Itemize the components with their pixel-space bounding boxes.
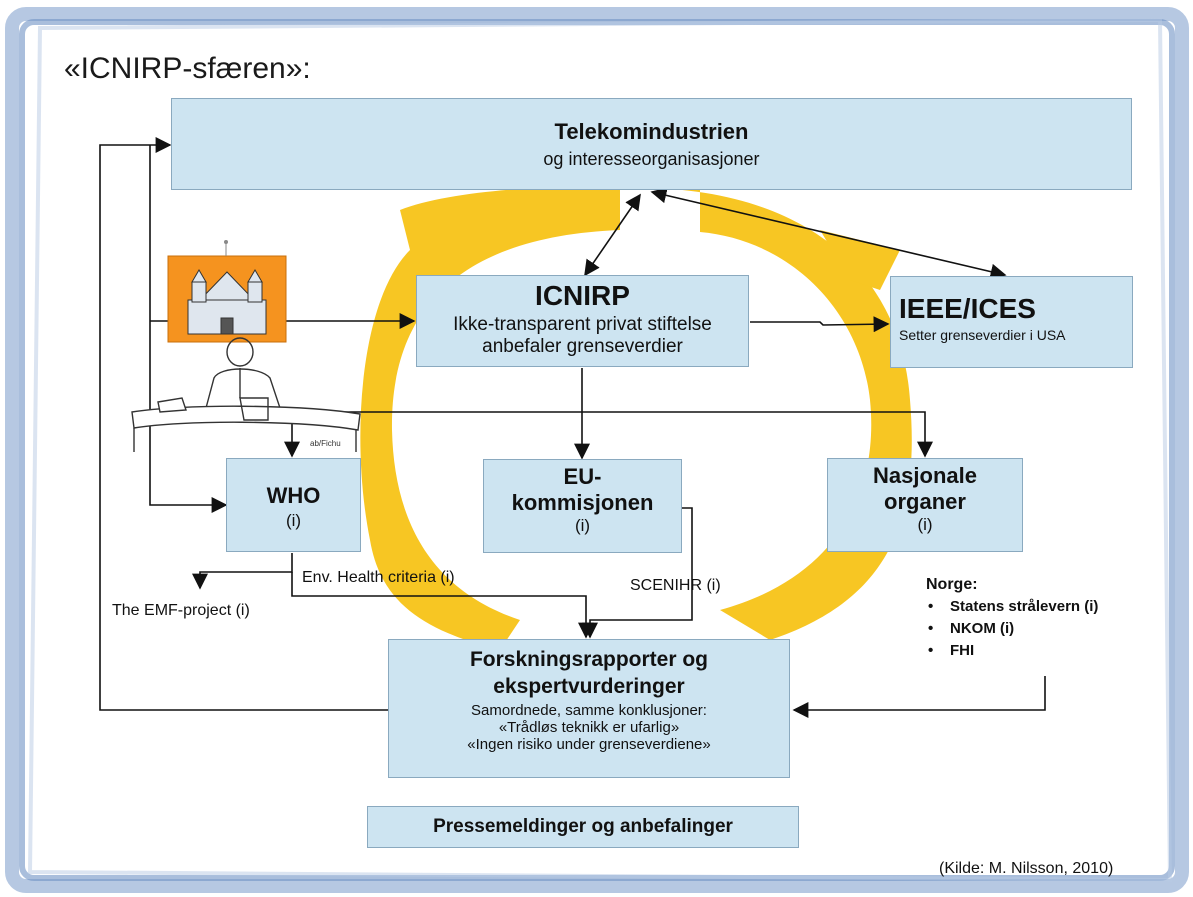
yellow-ring <box>360 186 912 651</box>
icnirp-line2: anbefaler grenseverdier <box>482 336 683 357</box>
norge-item-nkom: NKOM (i) <box>926 618 1098 640</box>
arrow-forskning-to-telekom <box>99 137 388 711</box>
node-forskning: Forskningsrapporter og ekspertvurderinge… <box>388 639 790 778</box>
norge-list: Statens strålevern (i) NKOM (i) FHI <box>926 596 1098 662</box>
frame-brush <box>27 17 1173 883</box>
frame-inner <box>19 19 1175 881</box>
sketch-signature: ab/Fichu <box>310 439 341 448</box>
arrow-desk-nasjonale <box>292 411 933 458</box>
nasjonale-title-l1: Nasjonale <box>873 463 977 488</box>
node-presse: Pressemeldinger og anbefalinger <box>367 806 799 848</box>
node-eu: EU- kommisjonen (i) <box>483 459 682 553</box>
forskning-line3: «Ingen risiko under grenseverdiene» <box>467 736 711 753</box>
forskning-line1: Samordnede, samme konklusjoner: <box>471 702 707 719</box>
page-title: «ICNIRP-sfæren»: <box>64 52 311 85</box>
node-nasjonale: Nasjonale organer (i) <box>827 458 1023 552</box>
forskning-title-l2: ekspertvurderinger <box>493 675 685 698</box>
arrow-who-forskning <box>291 572 594 639</box>
label-env-health: Env. Health criteria (i) <box>302 569 455 586</box>
node-telekom: Telekomindustrien og interesseorganisasj… <box>171 98 1132 190</box>
arrow-who-emf <box>192 553 293 590</box>
label-emf-project: The EMF-project (i) <box>112 602 250 619</box>
norge-item-straalevern: Statens strålevern (i) <box>926 596 1098 618</box>
presse-title: Pressemeldinger og anbefalinger <box>433 816 733 837</box>
who-sub: (i) <box>285 511 302 530</box>
icnirp-title: ICNIRP <box>535 280 630 311</box>
who-title: WHO <box>266 483 321 508</box>
frame-outer <box>5 7 1189 893</box>
arrow-telekom-ieee <box>650 187 1007 280</box>
eu-title-l1: EU- <box>563 464 602 489</box>
ieee-subtitle: Setter grenseverdier i USA <box>899 327 1066 343</box>
nasjonale-sub: (i) <box>917 515 933 534</box>
forskning-title-l1: Forskningsrapporter og <box>469 648 709 671</box>
arrow-to-who <box>149 145 228 513</box>
node-who: WHO (i) <box>226 458 361 552</box>
norge-title: Norge: <box>926 576 978 593</box>
arrow-eu-forskning <box>582 507 693 639</box>
norge-item-fhi: FHI <box>926 640 1098 662</box>
arrow-norge-forskning <box>792 676 1046 718</box>
node-ieee: IEEE/ICES Setter grenseverdier i USA <box>890 276 1133 368</box>
arrow-icnirp-ieee <box>750 316 890 333</box>
norge-block: Norge: Statens strålevern (i) NKOM (i) F… <box>926 576 1098 662</box>
telekom-title: Telekomindustrien <box>554 119 749 144</box>
church-icon <box>187 269 267 335</box>
telekom-subtitle: og interesseorganisasjoner <box>543 149 760 169</box>
eu-title-l2: kommisjonen <box>511 490 654 515</box>
source-citation: (Kilde: M. Nilsson, 2010) <box>939 860 1114 877</box>
forskning-line2: «Trådløs teknikk er ufarlig» <box>498 719 680 736</box>
ieee-title: IEEE/ICES <box>899 293 1036 324</box>
node-icnirp: ICNIRP Ikke-transparent privat stiftelse… <box>416 275 749 367</box>
arrow-icnirp-telekom <box>584 193 641 277</box>
label-scenihr: SCENIHR (i) <box>630 577 721 594</box>
nasjonale-title-l2: organer <box>884 489 966 514</box>
eu-sub: (i) <box>574 516 591 535</box>
icnirp-line1: Ikke-transparent privat stiftelse <box>453 314 712 335</box>
man-at-desk-sketch <box>131 337 361 452</box>
